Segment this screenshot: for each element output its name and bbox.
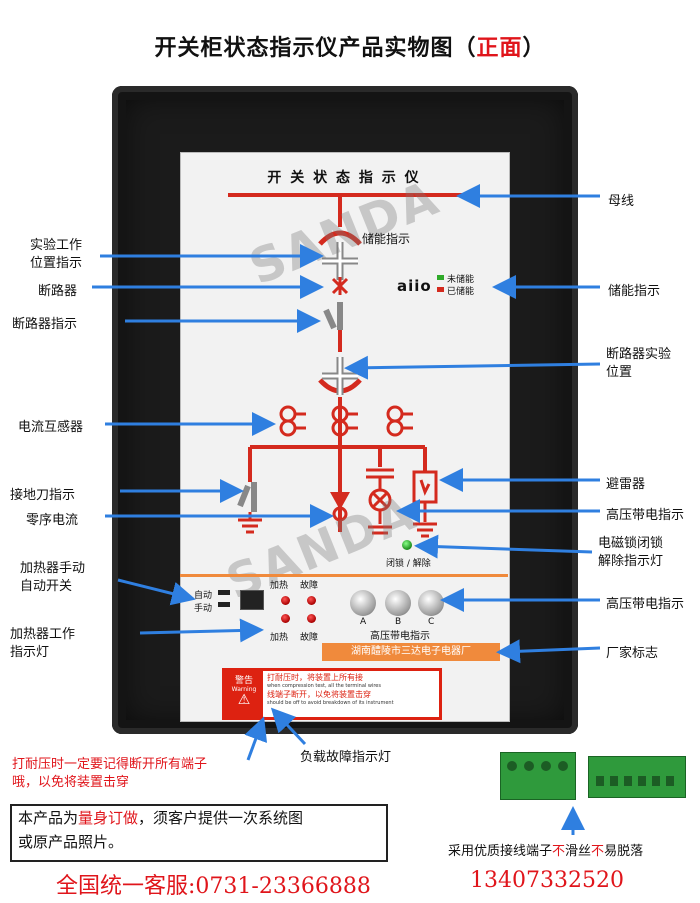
terminal-block-plug	[500, 752, 576, 800]
heat-label-top: 加热	[270, 581, 289, 591]
hv-live-lamp	[366, 468, 394, 535]
heater-led-2	[281, 614, 290, 623]
phase-c-label: C	[428, 617, 435, 627]
hv-button-b[interactable]	[385, 590, 411, 616]
warning-icon: ⚠	[237, 692, 251, 708]
warning-text-1: 打耐压时，将装置上所有接	[267, 673, 363, 682]
phase-b-label: B	[395, 617, 402, 627]
hotline: 全国统一客服:0731-23366888	[56, 874, 371, 899]
not-stored-led	[437, 275, 444, 280]
current-transformers	[279, 405, 413, 437]
callout-breaker-indicator: 断路器指示	[12, 317, 78, 332]
auto-label: 自动	[194, 591, 213, 601]
warning-tag: 警告 Warning ⚠	[225, 671, 263, 717]
breaker-symbol	[331, 277, 349, 295]
mobile: 13407332520	[470, 868, 624, 893]
not-stored-label: 未储能	[447, 275, 475, 285]
callout-arrester: 避雷器	[606, 477, 646, 492]
callout-heater-switch: 加热器手动 自动开关	[20, 561, 86, 594]
callout-breaker-test: 断路器实验 位置	[606, 347, 672, 380]
callout-hv-live-1: 高压带电指示	[606, 508, 685, 523]
indicator-panel	[180, 152, 510, 722]
hv-live-label: 高压带电指示	[370, 631, 430, 642]
stored-label: 已储能	[447, 287, 475, 297]
warning-text-4: should be off to avoid breakdown of its …	[267, 700, 394, 706]
warning-text-2: when compression test, all the terminal …	[267, 683, 381, 689]
heat-label-bottom: 加热	[270, 633, 289, 643]
callout-ct: 电流互感器	[18, 420, 84, 435]
fault-led-1	[307, 596, 316, 605]
callout-earth-switch: 接地刀指示	[10, 488, 76, 503]
breaker-test-cross-top	[322, 242, 358, 280]
storage-label: 储能指示	[362, 232, 411, 246]
fault-label-top: 故障	[300, 581, 319, 591]
callout-storage: 储能指示	[608, 284, 661, 299]
arrow-heater-lamp	[139, 618, 264, 643]
callout-zero-seq: 零序电流	[26, 513, 79, 528]
custom-order-note: 本产品为量身订做，须客户提供一次系统图 或原产品照片。	[10, 804, 388, 862]
manual-label: 手动	[194, 604, 213, 614]
callout-breaker: 断路器	[38, 284, 78, 299]
panel-heading: 开 关 状 态 指 示 仪	[267, 170, 421, 186]
heater-toggle-switch[interactable]	[240, 590, 264, 610]
warning-label: 警告 Warning ⚠ 打耐压时，将装置上所有接 when compressi…	[222, 668, 442, 720]
stored-led	[437, 287, 444, 292]
callout-hv-live-2: 高压带电指示	[606, 597, 685, 612]
panel-divider	[180, 574, 508, 577]
lock-release-led	[402, 540, 412, 550]
maker-logo: aiio	[397, 277, 432, 295]
arrow-heater-switch	[117, 578, 196, 606]
callout-heater-lamp: 加热器工作 指示灯	[10, 627, 76, 660]
callout-em-lock: 电磁锁闭锁 解除指示灯	[598, 536, 664, 569]
maker-banner: 湖南醴陵市三达电子电器厂	[322, 643, 500, 661]
hipot-note: 打耐压时一定要记得断开所有端子 哦，以免将装置击穿	[12, 757, 208, 790]
callout-test-position: 实验工作 位置指示	[30, 238, 83, 271]
lock-label: 闭锁 / 解除	[386, 559, 431, 569]
page-title: 开关柜状态指示仪产品实物图（正面）	[154, 36, 546, 61]
warning-text-3: 线端子断开，以免将装置击穿	[267, 690, 371, 699]
arrow-maker	[496, 639, 601, 664]
callout-maker-logo: 厂家标志	[606, 646, 659, 661]
hv-button-a[interactable]	[350, 590, 376, 616]
custom-order-note-line2: 或原产品照片。	[18, 833, 124, 851]
terminal-note: 采用优质接线端子不滑丝不易脱落	[448, 844, 644, 859]
single-line-diagram	[228, 193, 465, 538]
breaker-indicator	[323, 302, 343, 330]
arrow-breaker-test	[344, 355, 601, 380]
arrow-em-lock	[414, 534, 593, 559]
contact-bar: 全国统一客服:0731-23366888 13407332520	[0, 866, 700, 899]
arrow-fault-lamp	[270, 707, 307, 746]
manual-indicator	[218, 602, 230, 607]
terminal-screws	[507, 761, 674, 786]
test-position-arc-top	[318, 230, 362, 246]
phase-a-label: A	[360, 617, 367, 627]
callout-busbar: 母线	[608, 194, 635, 209]
fault-label-bottom: 故障	[300, 633, 319, 643]
heater-led-1	[281, 596, 290, 605]
auto-indicator	[218, 590, 230, 595]
hv-button-c[interactable]	[418, 590, 444, 616]
callout-fault-lamp: 负载故障指示灯	[300, 750, 392, 765]
arrow-hipot	[244, 716, 268, 761]
zero-sequence-ct	[330, 492, 350, 522]
fault-led-2	[307, 614, 316, 623]
